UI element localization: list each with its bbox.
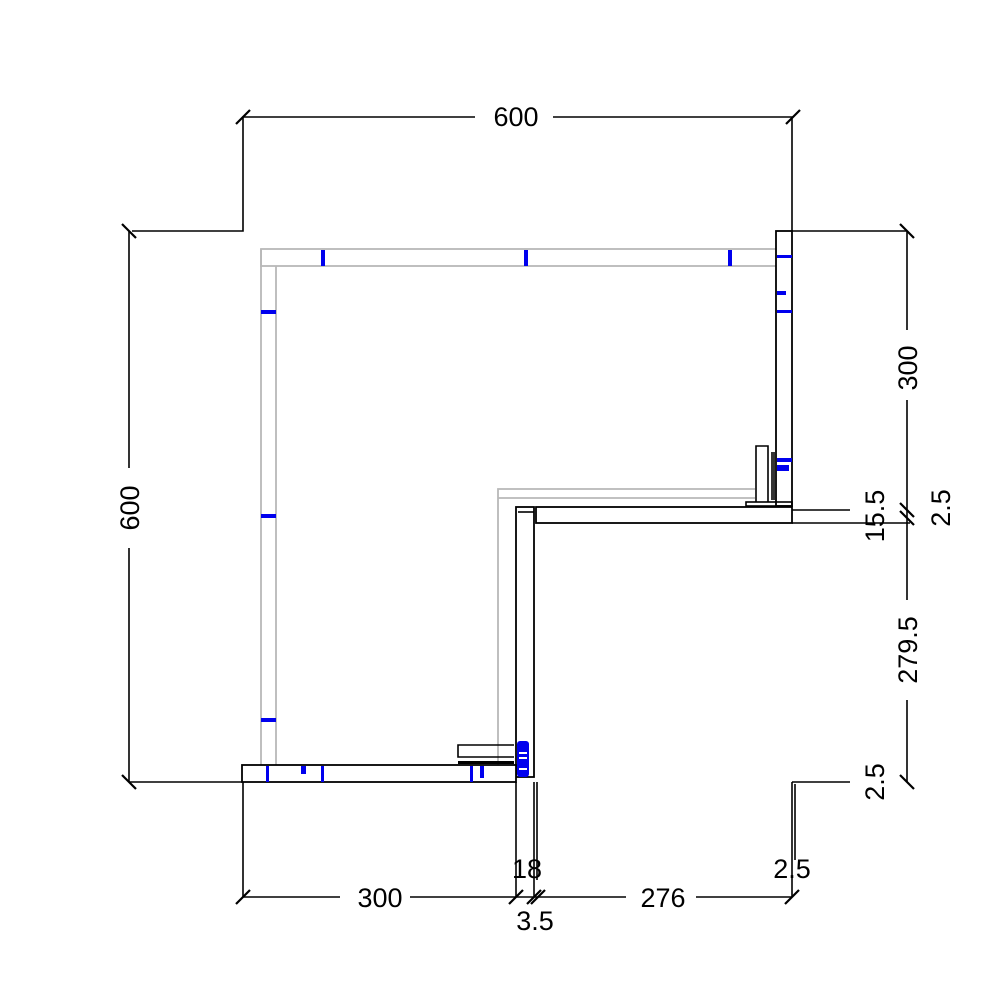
hardware-markers	[261, 250, 732, 722]
bottom-door-panel	[241, 764, 517, 783]
right-door-panel	[775, 230, 793, 507]
dim-label-left-600: 600	[115, 485, 145, 530]
dim-label-bottom-2-5: 2.5	[773, 854, 811, 884]
carcass-outline	[260, 248, 778, 765]
inner-vertical-panel	[515, 506, 535, 778]
dim-label-bottom-300: 300	[357, 883, 402, 913]
dim-label-right-15-5: 15.5	[860, 490, 890, 543]
dim-label-bottom-3-5: 3.5	[516, 906, 554, 936]
dimension-bottom-chain: 300 18 3.5 276 2.5	[235, 782, 811, 936]
dim-label-bottom-276: 276	[640, 883, 685, 913]
dim-label-top-600: 600	[493, 102, 538, 132]
dimension-left-height: 600	[112, 223, 242, 790]
inner-horizontal-door	[535, 506, 910, 524]
dim-label-bottom-18: 18	[512, 854, 542, 884]
dim-label-right-2-5-bottom: 2.5	[860, 763, 890, 801]
hinge-bottom	[457, 741, 529, 777]
dimension-right-chain: 300 15.5 2.5 279.5 2.5	[791, 223, 956, 897]
dim-label-right-279-5: 279.5	[893, 616, 923, 684]
dim-label-right-300: 300	[893, 345, 923, 390]
dim-label-right-2-5-top: 2.5	[926, 489, 956, 527]
dimension-top-width: 600	[132, 100, 906, 232]
